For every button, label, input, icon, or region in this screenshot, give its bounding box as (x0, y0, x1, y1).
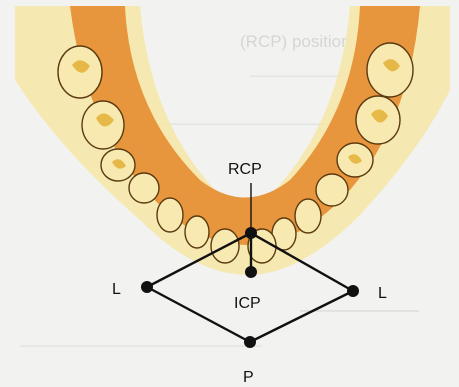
tooth-left-6 (185, 216, 209, 248)
tooth-right-4 (316, 174, 348, 206)
tooth-left-5 (157, 198, 183, 232)
label-right: L (378, 285, 387, 302)
point-icp (245, 266, 257, 278)
line-right-p (250, 291, 353, 342)
point-left (141, 281, 153, 293)
label-rcp: RCP (228, 161, 262, 178)
label-p: P (243, 369, 254, 386)
label-left: L (112, 281, 121, 298)
label-icp: ICP (234, 295, 261, 312)
point-right (347, 285, 359, 297)
point-p (244, 336, 256, 348)
tooth-left-4 (129, 173, 159, 203)
point-rcp (245, 227, 257, 239)
tooth-right-5 (295, 199, 321, 233)
